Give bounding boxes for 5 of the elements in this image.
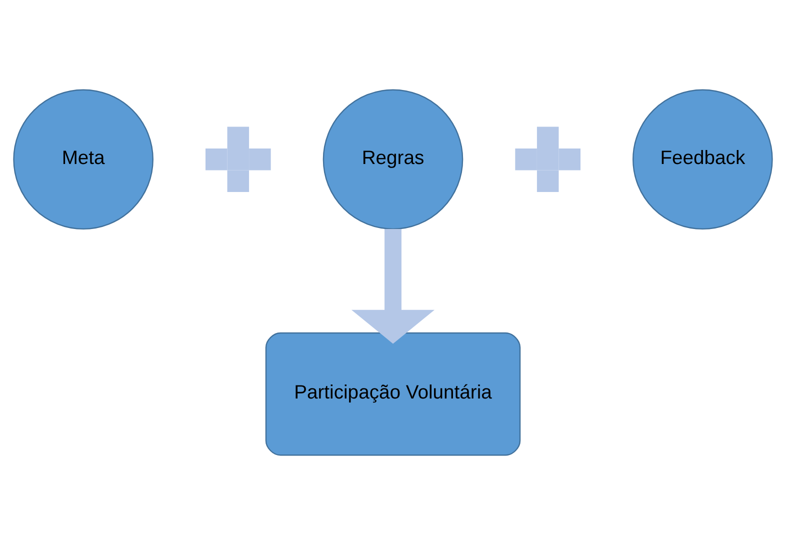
node-circle: Regras <box>322 88 464 230</box>
node-box: Participação Voluntária <box>265 332 521 456</box>
arrow <box>351 228 435 344</box>
node-circle: Feedback <box>632 88 773 230</box>
node-circle: Meta <box>13 88 154 230</box>
